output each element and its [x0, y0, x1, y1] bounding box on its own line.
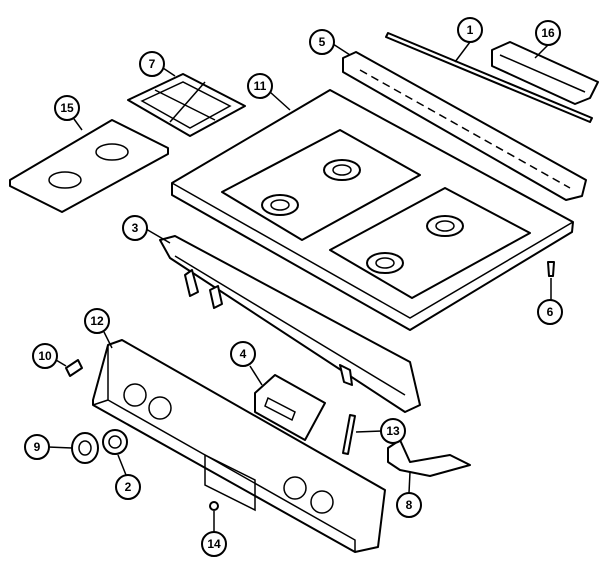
- part-3-front-rail: [159, 235, 421, 413]
- callout-15: 15: [54, 95, 80, 121]
- svg-text:8: 8: [406, 498, 413, 512]
- svg-text:6: 6: [547, 305, 554, 319]
- callout-14: 14: [201, 531, 227, 557]
- part-16-vent: [491, 41, 599, 105]
- svg-text:5: 5: [319, 35, 326, 49]
- callout-3: 3: [122, 215, 148, 241]
- callout-8: 8: [396, 492, 422, 518]
- part-5-back-trim: [342, 51, 587, 201]
- part-13-rod: [342, 414, 356, 455]
- svg-text:14: 14: [207, 537, 221, 551]
- svg-text:11: 11: [254, 79, 267, 93]
- callout-13: 13: [380, 418, 406, 444]
- part-2-bezel: [102, 429, 128, 455]
- part-6-screw: [547, 261, 555, 277]
- callout-5: 5: [309, 29, 335, 55]
- part-4-clock: [254, 374, 326, 441]
- callout-6: 6: [537, 299, 563, 325]
- callout-11: 11: [247, 73, 273, 99]
- part-9-knob: [71, 432, 99, 464]
- svg-text:16: 16: [541, 26, 555, 40]
- svg-text:10: 10: [38, 349, 52, 363]
- callout-16: 16: [535, 20, 561, 46]
- callout-10: 10: [32, 343, 58, 369]
- svg-text:9: 9: [34, 440, 41, 454]
- svg-text:1: 1: [467, 23, 474, 37]
- part-8-bracket: [387, 439, 471, 477]
- svg-text:3: 3: [132, 221, 139, 235]
- part-7-grate: [127, 73, 246, 137]
- callout-4: 4: [230, 341, 256, 367]
- leader-lines: [47, 41, 552, 532]
- svg-text:7: 7: [149, 57, 156, 71]
- part-11-cooktop: [171, 89, 574, 331]
- svg-text:13: 13: [386, 424, 400, 438]
- part-14-screw: [209, 501, 219, 511]
- svg-text:15: 15: [60, 101, 74, 115]
- svg-text:2: 2: [125, 480, 132, 494]
- part-15-small-cooktop: [9, 119, 169, 213]
- svg-text:12: 12: [90, 314, 104, 328]
- svg-text:4: 4: [240, 347, 247, 361]
- callout-2: 2: [115, 474, 141, 500]
- part-1-rod: [385, 32, 593, 123]
- callout-1: 1: [457, 17, 483, 43]
- callout-7: 7: [139, 51, 165, 77]
- part-10-clip: [65, 359, 83, 377]
- callout-9: 9: [24, 434, 50, 460]
- callout-12: 12: [84, 308, 110, 334]
